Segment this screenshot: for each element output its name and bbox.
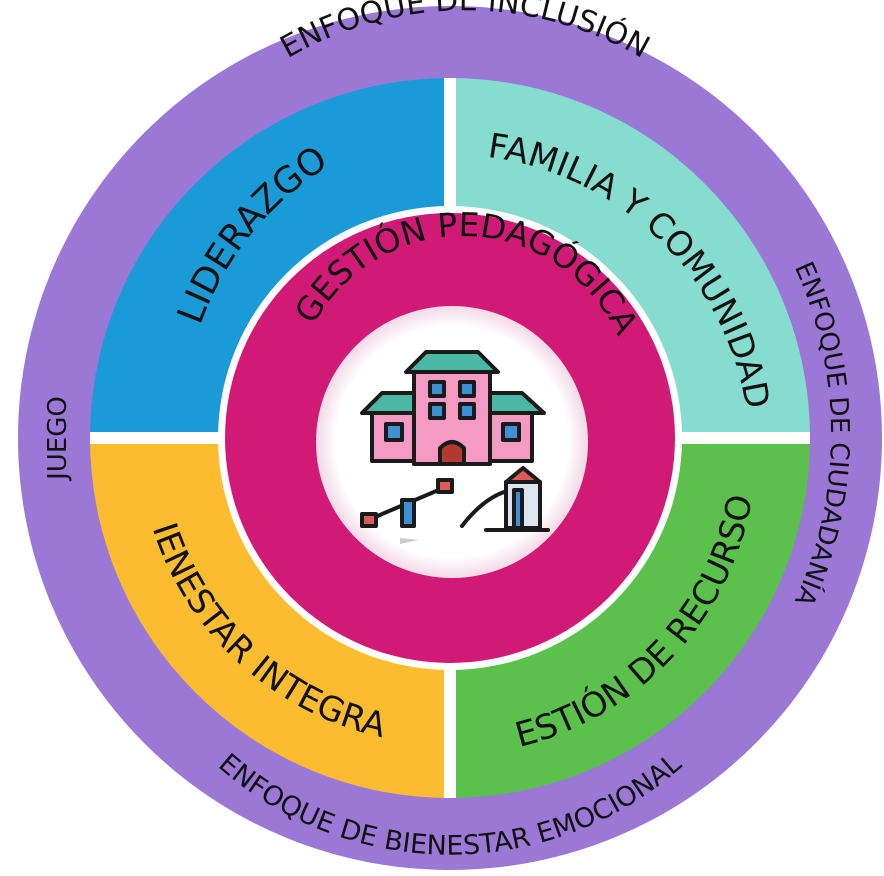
- school-playground-icon: [360, 350, 550, 532]
- ground-shadow-icon: [400, 538, 418, 544]
- outer-label-left: JUEGO: [43, 396, 73, 482]
